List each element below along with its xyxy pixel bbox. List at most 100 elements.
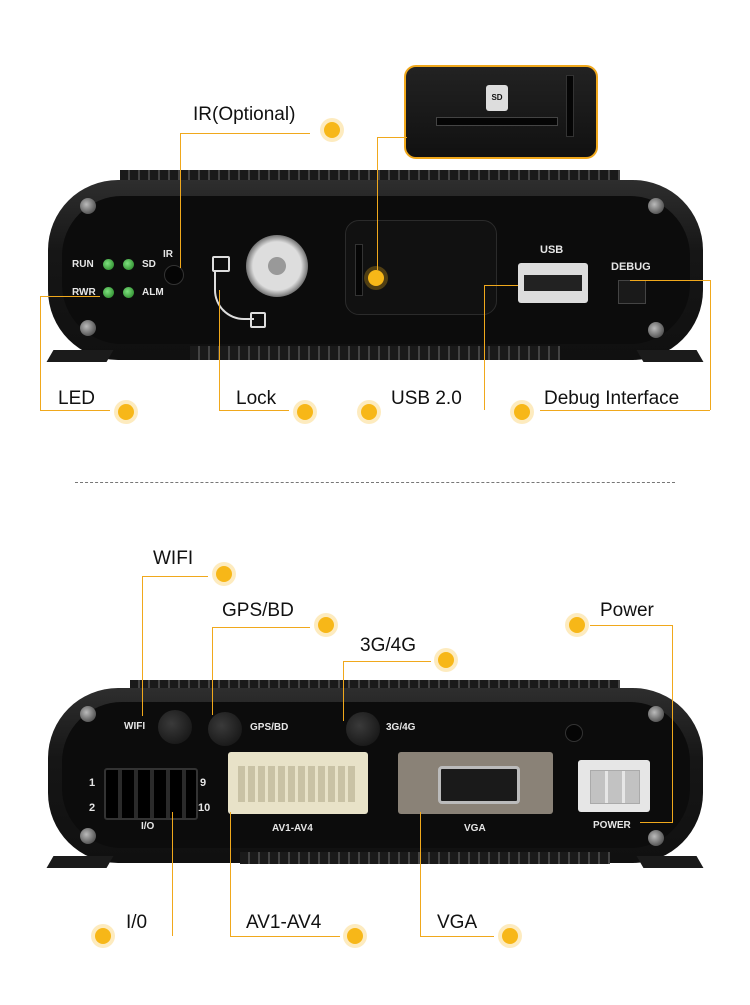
callout-ir-dot [324, 122, 340, 138]
screw-icon [80, 706, 96, 722]
io-pin10-label: 10 [198, 802, 211, 814]
sd-leader-line [377, 137, 407, 138]
gps-leader-line [212, 627, 213, 715]
callout-power-dot [569, 617, 585, 633]
led-alm [123, 287, 134, 298]
callout-gps-dot [318, 617, 334, 633]
gps-antenna-port [208, 712, 242, 746]
av-connector [228, 752, 368, 814]
io-pin9-label: 9 [200, 777, 207, 789]
callout-lock: Lock [236, 388, 277, 409]
callout-debug-dot [514, 404, 530, 420]
io-pin2-label: 2 [89, 802, 96, 814]
callout-io: I/0 [126, 912, 148, 933]
led-label-alm: ALM [142, 287, 164, 298]
3g4g-leader-line [343, 661, 344, 721]
ir-leader-line [180, 133, 181, 268]
led-rwr [103, 287, 114, 298]
callout-3g4g-dot [438, 652, 454, 668]
wifi-antenna-port [158, 710, 192, 744]
led-label-rwr: RWR [72, 287, 96, 298]
screw-icon [80, 828, 96, 844]
led-run [103, 259, 114, 270]
screw-icon [80, 320, 96, 336]
led-leader-line [40, 296, 100, 297]
usb-port-inner [524, 275, 582, 291]
debug-port [618, 280, 646, 304]
debug-leader-line [710, 280, 711, 410]
callout-io-dot [95, 928, 111, 944]
led-label-run: RUN [72, 259, 94, 270]
callout-gps: GPS/BD [222, 600, 294, 621]
power-leader-line [672, 625, 673, 823]
callout-ir: IR(Optional) [193, 104, 296, 125]
vga-leader-line [420, 812, 421, 936]
av-leader-line [230, 936, 340, 937]
led-label-sd: SD [142, 259, 156, 270]
av-leader-line [230, 812, 231, 936]
usb-leader-line [484, 285, 485, 410]
io-connector [104, 768, 198, 820]
callout-vga: VGA [437, 912, 478, 933]
sd-card-slot [436, 117, 558, 126]
usb-leader-line [484, 285, 518, 286]
vga-label: VGA [464, 823, 486, 834]
ir-leader-line [180, 133, 310, 134]
3g4g-leader-line [343, 661, 431, 662]
callout-power: Power [600, 600, 654, 621]
vga-connector [398, 752, 553, 814]
callout-led-dot [118, 404, 134, 420]
vga-leader-line [420, 936, 494, 937]
lock-leader-line [219, 290, 220, 410]
panel-hole [565, 724, 583, 742]
usb-label: USB [540, 244, 564, 256]
ir-label: IR [163, 249, 173, 260]
lock-leader-line [219, 410, 289, 411]
led-sd [123, 259, 134, 270]
callout-usb-dot [361, 404, 377, 420]
vga-socket [438, 766, 520, 804]
callout-usb: USB 2.0 [391, 388, 462, 409]
sd-inset-edge [566, 75, 574, 137]
screw-icon [648, 322, 664, 338]
key-lock [246, 235, 308, 297]
callout-debug: Debug Interface [544, 388, 680, 409]
power-pins [590, 770, 640, 804]
screw-icon [648, 198, 664, 214]
power-connector [578, 760, 650, 812]
av-connector-pins [238, 766, 358, 802]
power-leader-line [640, 822, 672, 823]
top-right-foot [636, 350, 704, 362]
wifi-label: WIFI [124, 721, 146, 732]
top-bottom-fins [190, 346, 560, 360]
io-label: I/O [141, 821, 155, 832]
sd-cover-slot [355, 244, 363, 296]
callout-lock-dot [297, 404, 313, 420]
led-leader-line [40, 296, 41, 410]
led-leader-line [40, 410, 110, 411]
screw-icon [648, 706, 664, 722]
callout-av: AV1-AV4 [246, 912, 322, 933]
callout-wifi: WIFI [153, 548, 194, 569]
power-label: POWER [593, 820, 631, 831]
top-left-foot [46, 350, 114, 362]
wifi-leader-line [142, 576, 143, 716]
sd-slot-cover [345, 220, 497, 315]
sd-pointer-dot [368, 270, 384, 286]
usb-port [518, 263, 588, 303]
gps-leader-line [212, 627, 310, 628]
io-pin1-label: 1 [89, 777, 96, 789]
3g4g-antenna-port [346, 712, 380, 746]
callout-led: LED [58, 388, 95, 409]
sd-card-icon: SD [486, 85, 508, 111]
av-label: AV1-AV4 [272, 823, 313, 834]
screw-icon [80, 198, 96, 214]
io-leader-line [172, 812, 173, 936]
callout-vga-dot [502, 928, 518, 944]
3g4g-label: 3G/4G [386, 722, 416, 733]
bottom-right-foot [636, 856, 704, 868]
bottom-lower-fins [240, 852, 610, 864]
debug-leader-line [630, 280, 710, 281]
ir-sensor [164, 265, 184, 285]
debug-label: DEBUG [611, 261, 651, 273]
